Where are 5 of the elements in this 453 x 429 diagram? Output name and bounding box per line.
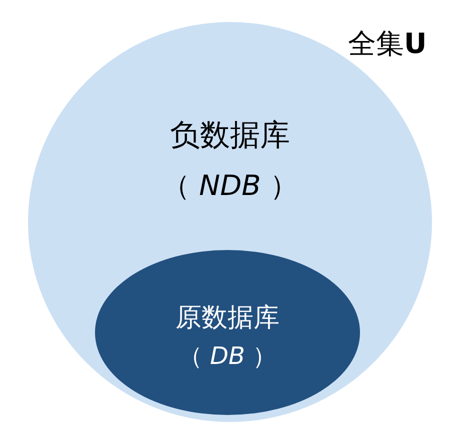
node-title: 原数据库 [176,302,280,335]
node-abbreviation: （ DB ） [178,341,277,372]
node-title: 负数据库 [170,117,290,155]
set-label: 全集U [348,26,427,62]
node-abbreviation: （ NDB ） [162,168,298,204]
